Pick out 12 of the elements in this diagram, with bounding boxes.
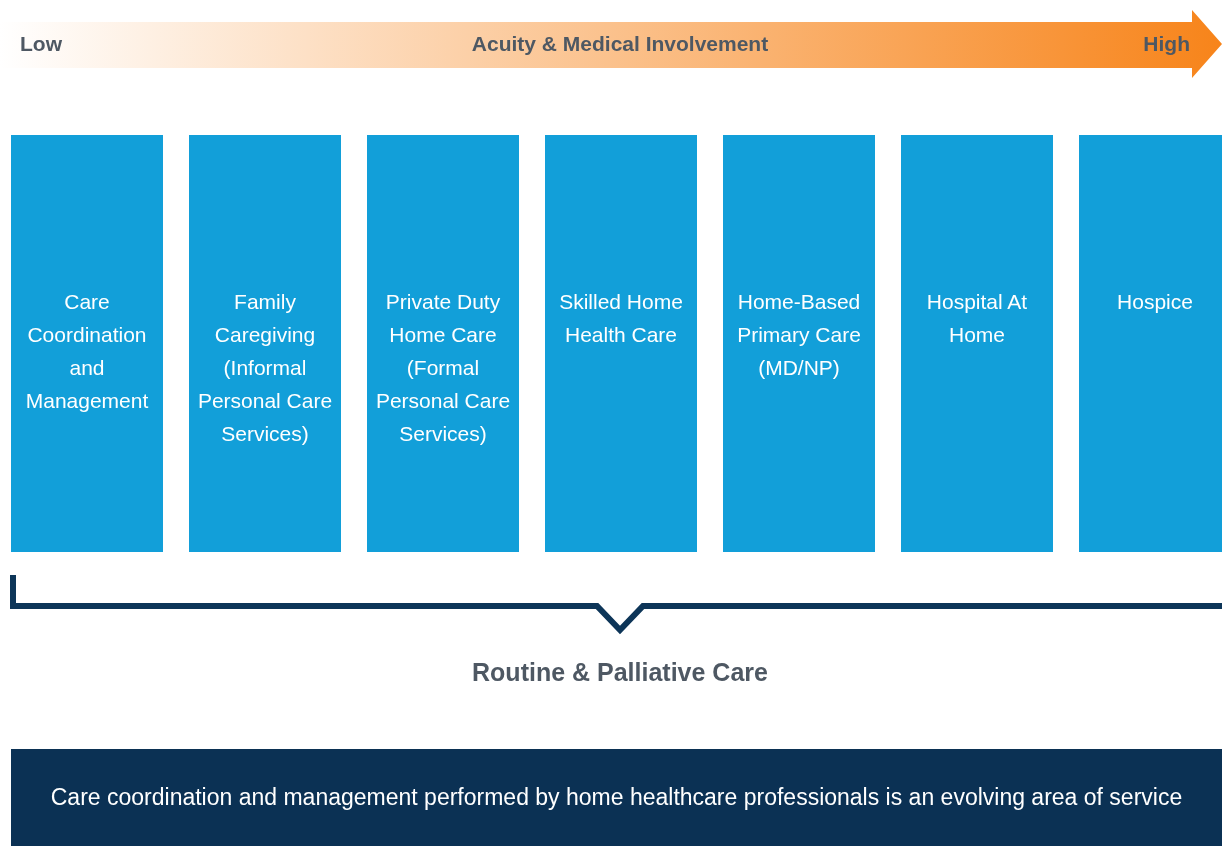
bracket-label: Routine & Palliative Care (471, 658, 769, 687)
care-type-box: Skilled Home Health Care (545, 135, 697, 552)
care-type-box: Family Caregiving (Informal Personal Care Services) (189, 135, 341, 552)
care-type-box: Home-Based Primary Care (MD/NP) (723, 135, 875, 552)
care-type-box: Private Duty Home Care (Formal Personal Care Services) (367, 135, 519, 552)
summary-banner: Care coordination and management performed by home healthcare professionals is an evolving area of service (11, 749, 1222, 846)
care-type-box: Hospice (1079, 135, 1222, 552)
scale-high-label: High (1142, 32, 1190, 56)
care-type-box: Hospital At Home (901, 135, 1053, 552)
care-type-box: Care Coordination and Management (11, 135, 163, 552)
axis-title: Acuity & Medical Involvement (470, 32, 770, 56)
scale-low-label: Low (20, 32, 63, 56)
